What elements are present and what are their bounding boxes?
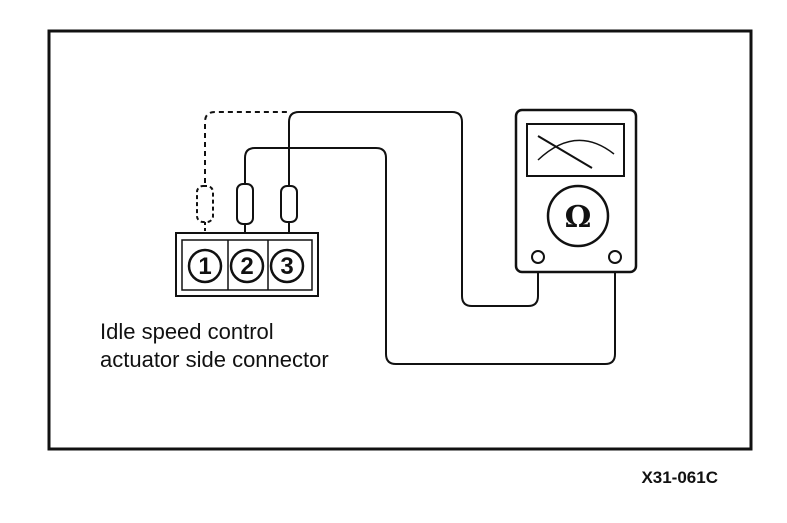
figure-code: X31-061C [641,468,718,487]
meter-scale-arc [537,139,615,161]
probe-2-wire [244,147,616,365]
connector-pin-2-label: 2 [240,253,253,280]
probe-2 [236,183,254,246]
probe-3-wire [288,111,539,307]
connector-pin-2: 2 [229,248,265,284]
meter-ohm-symbol: Ω [565,200,592,235]
diagram-frame [47,29,753,451]
meter-ohm-dial [546,184,610,248]
connector-label-line-1: Idle speed control [100,319,274,344]
meter-terminal-left [531,250,545,264]
connector-label-line-2: actuator side connector [100,347,329,372]
connector-pin-1-label: 1 [198,253,211,280]
connector-pin-3: 3 [269,248,305,284]
meter-needle [537,135,593,169]
ohmmeter-icon: Ω [514,108,638,274]
connector-pin-1: 1 [187,248,223,284]
meter-terminal-right [608,250,622,264]
connector-pin-3-label: 3 [280,253,293,280]
